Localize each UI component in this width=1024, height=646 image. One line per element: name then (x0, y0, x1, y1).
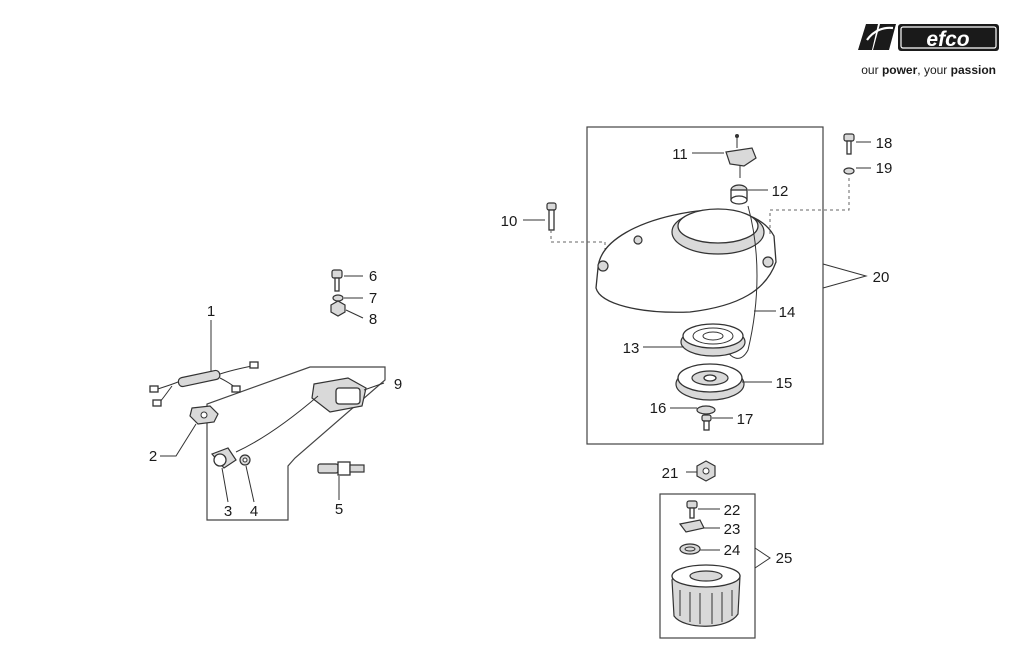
callout-23: 23 (724, 521, 741, 538)
starter-rope-part (727, 205, 758, 359)
callout-18: 18 (876, 135, 893, 152)
callout-19: 19 (876, 160, 893, 177)
washer-part-16 (696, 405, 716, 415)
grommet-part (189, 405, 219, 425)
callout-9: 9 (394, 376, 402, 393)
starter-pulley-part (675, 363, 745, 401)
callout-1: 1 (207, 303, 215, 320)
callout-15: 15 (776, 375, 793, 392)
ignition-coil-part (235, 377, 367, 453)
callout-6: 6 (369, 268, 377, 285)
screw-part-18 (843, 133, 855, 155)
efco-wordmark-box (898, 24, 999, 51)
spring-part (239, 454, 251, 466)
pawl-part-23 (678, 519, 705, 533)
washer-part-19 (843, 167, 855, 175)
flywheel-group-box (659, 493, 756, 639)
screw-part-10 (546, 202, 557, 231)
washer-part-7 (332, 294, 344, 302)
spark-plug-part (317, 461, 365, 476)
callout-labels: 1 2 3 4 5 6 7 8 9 10 11 12 13 14 15 16 1… (149, 135, 893, 567)
wiring-harness-part (149, 361, 259, 407)
flywheel-part (671, 564, 741, 627)
starter-group-box (586, 126, 824, 445)
callout-8: 8 (369, 311, 377, 328)
spark-plug-cap-part (210, 447, 237, 469)
callout-2: 2 (149, 448, 157, 465)
callout-16: 16 (650, 400, 667, 417)
screw-part-17 (701, 414, 712, 431)
brand-tagline: our power, your passion (861, 63, 996, 77)
starter-housing-part (595, 208, 777, 313)
callout-24: 24 (724, 542, 741, 559)
callout-7: 7 (369, 290, 377, 307)
nut-part-8 (330, 300, 346, 317)
callout-22: 22 (724, 502, 741, 519)
callout-25: 25 (776, 550, 793, 567)
efco-wordmark: efco (926, 28, 969, 51)
callout-3: 3 (224, 503, 232, 520)
callout-21: 21 (662, 465, 679, 482)
ignition-group-outline (206, 366, 386, 521)
callout-12: 12 (772, 183, 789, 200)
efco-logo: efco our power, your passion (858, 24, 999, 77)
screw-part-6 (331, 269, 343, 292)
flywheel-nut-part (696, 460, 716, 482)
callout-10: 10 (501, 213, 518, 230)
leader-lines (160, 141, 871, 569)
callout-5: 5 (335, 501, 343, 518)
efco-leaf-mark (858, 24, 896, 50)
callout-11: 11 (672, 146, 688, 163)
callout-17: 17 (737, 411, 754, 428)
callout-14: 14 (779, 304, 796, 321)
callout-4: 4 (250, 503, 258, 520)
recoil-spring-part (680, 323, 746, 357)
callout-20: 20 (873, 269, 890, 286)
starter-handle-part (725, 134, 757, 178)
screw-part-22 (686, 500, 698, 519)
callout-13: 13 (623, 340, 640, 357)
rope-guide-part (730, 184, 748, 205)
dash-link-10 (550, 230, 606, 258)
dash-link-18 (769, 178, 850, 234)
pawl-spring-part-24 (679, 543, 701, 555)
